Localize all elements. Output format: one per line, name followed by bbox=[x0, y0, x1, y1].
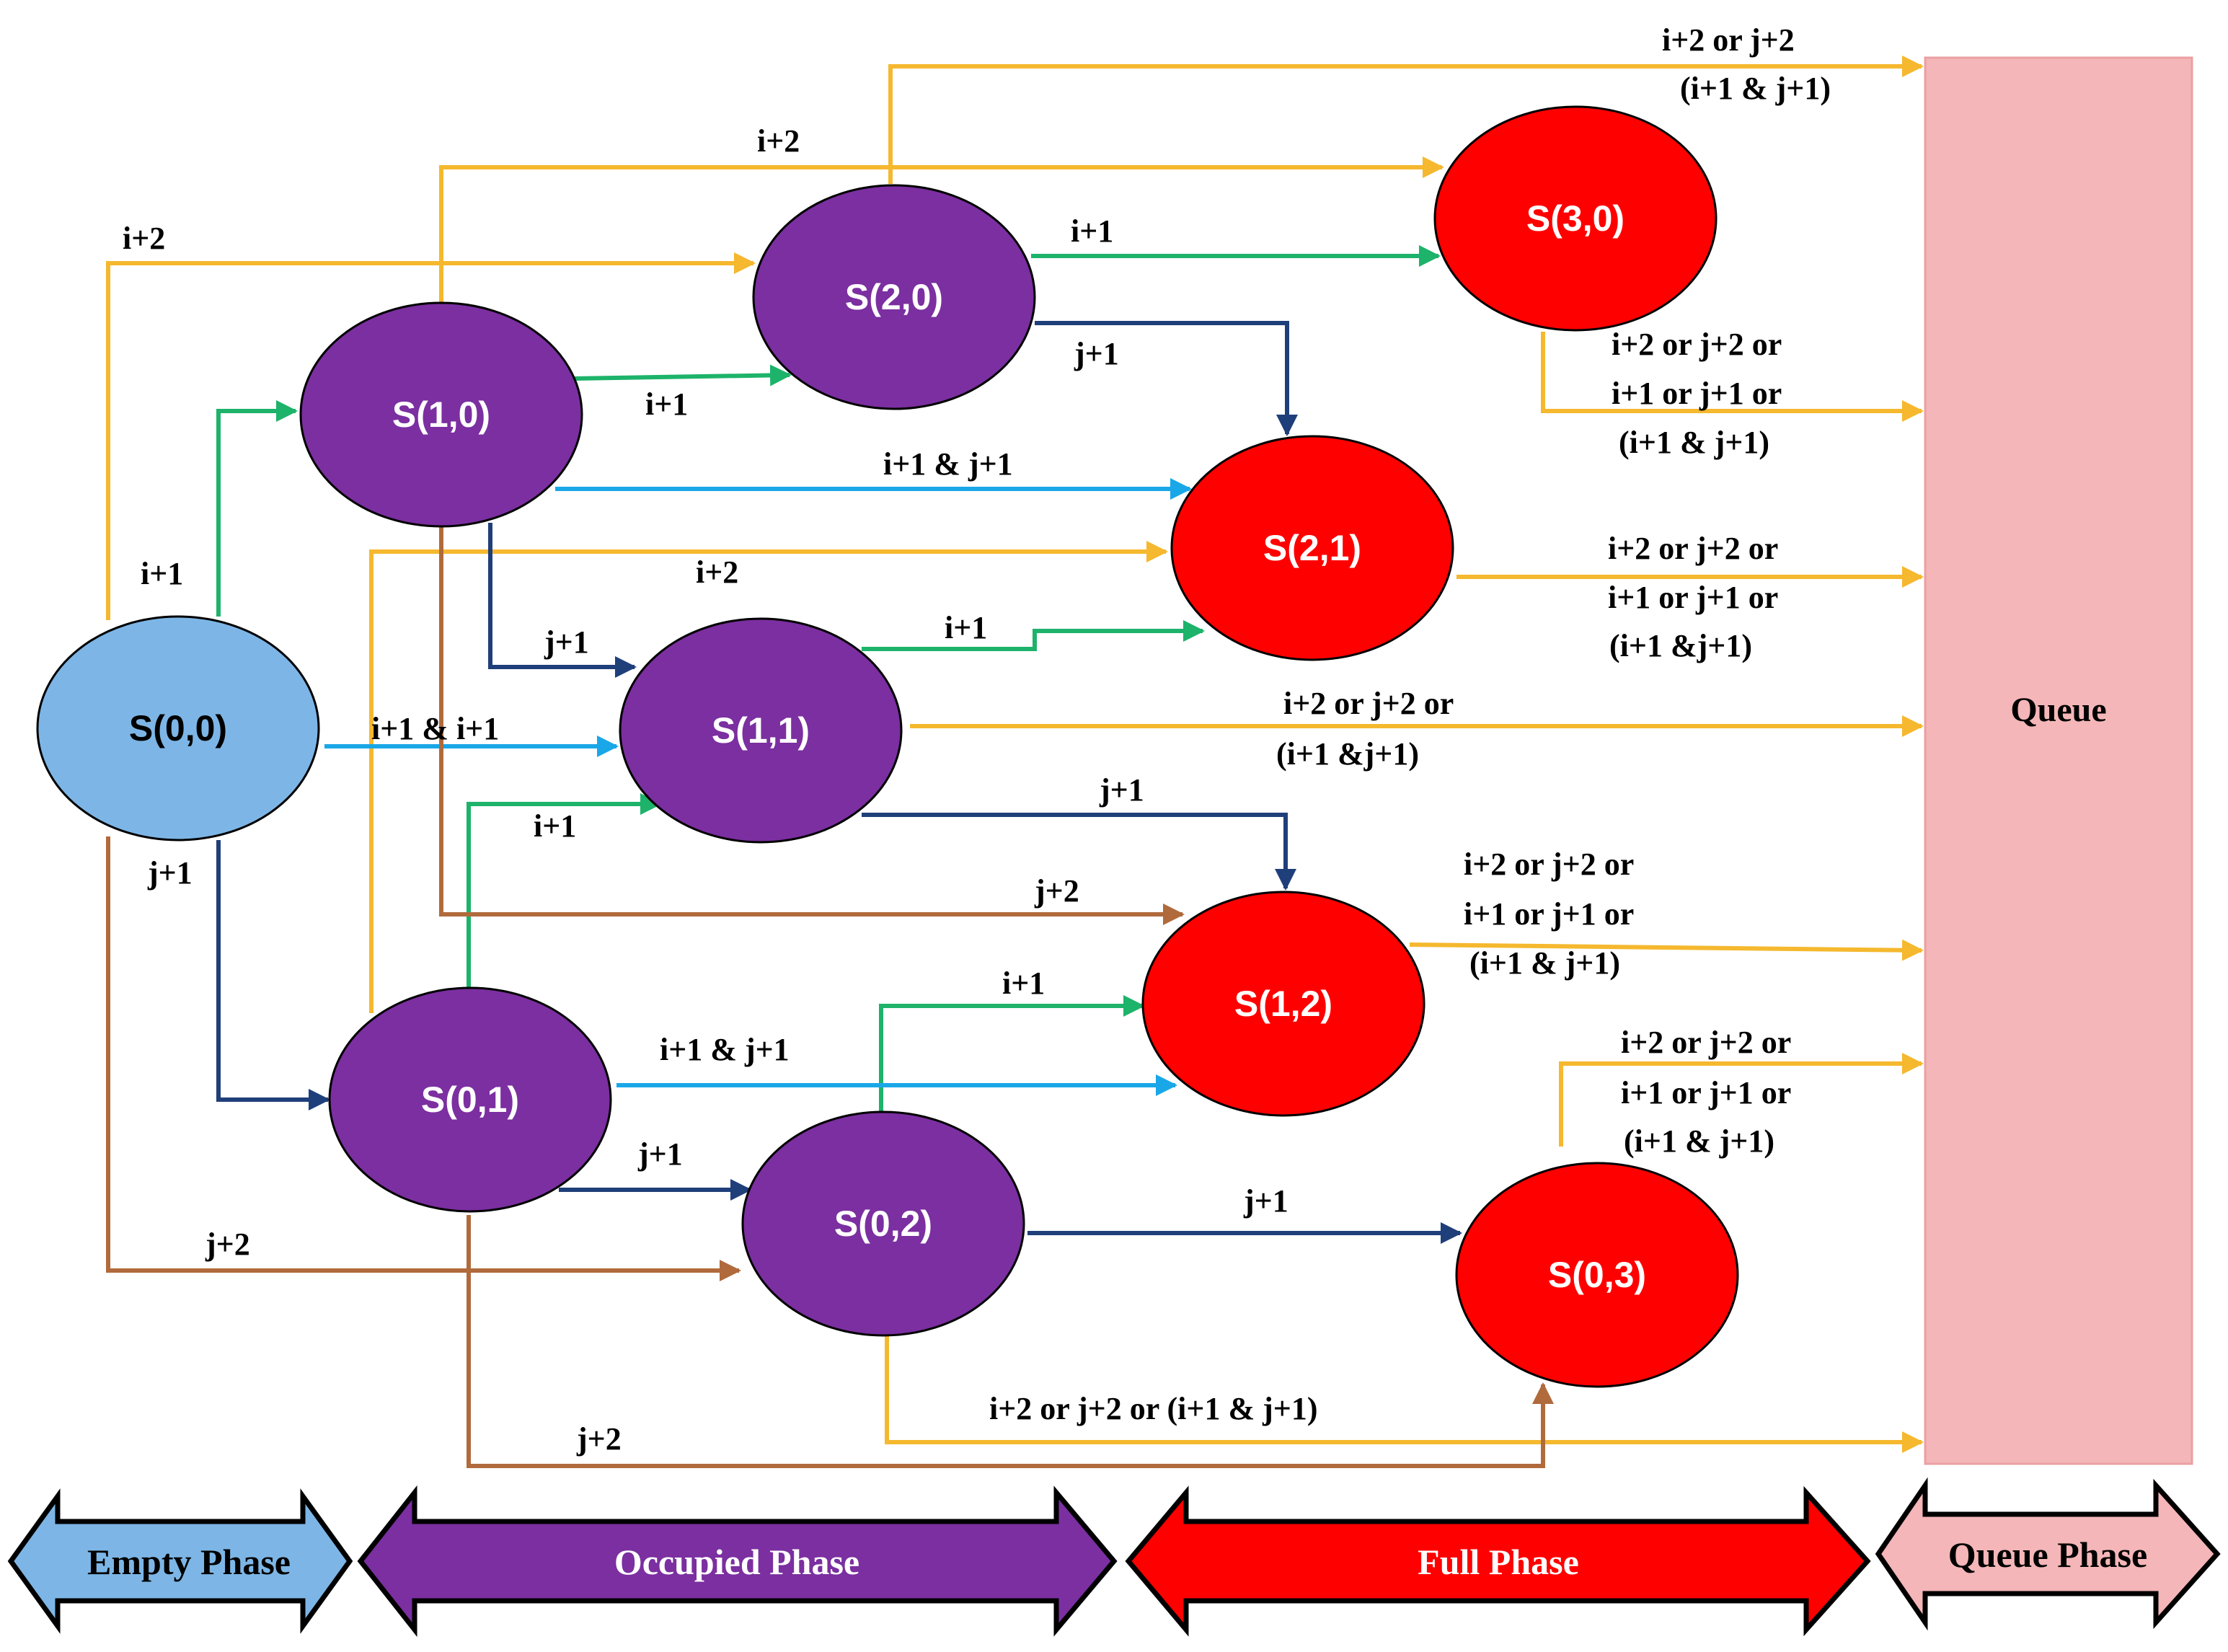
queue-condition: (i+1 & j+1) bbox=[1469, 945, 1620, 981]
edge-s01-s11 bbox=[467, 793, 662, 991]
queue-condition: i+2 or j+2 or bbox=[1608, 531, 1778, 566]
phase-arrow-empty: Empty Phase bbox=[7, 1488, 353, 1634]
edge-label: i+2 bbox=[757, 123, 800, 159]
state-label: S(1,0) bbox=[392, 394, 490, 435]
phase-label: Full Phase bbox=[1418, 1542, 1579, 1582]
state-label: S(0,0) bbox=[129, 708, 227, 748]
state-label: S(1,1) bbox=[712, 710, 810, 751]
queue-condition: i+1 or j+1 or bbox=[1612, 376, 1782, 411]
state-node-s02: S(0,2) bbox=[741, 1110, 1025, 1337]
edge-s03-queue bbox=[1559, 1053, 1924, 1147]
edge-label: j+2 bbox=[205, 1227, 250, 1262]
state-label: S(2,1) bbox=[1263, 528, 1361, 568]
state-node-s21: S(2,1) bbox=[1170, 435, 1454, 661]
state-node-s01: S(0,1) bbox=[328, 986, 612, 1213]
state-label: S(0,2) bbox=[834, 1203, 932, 1244]
edge-label: j+1 bbox=[1074, 336, 1119, 371]
phase-arrow-full: Full Phase bbox=[1125, 1485, 1871, 1637]
state-label: S(2,0) bbox=[845, 277, 943, 317]
edge-label: j+1 bbox=[637, 1136, 683, 1172]
edge-label: i+2 bbox=[696, 555, 738, 590]
phase-label: Empty Phase bbox=[87, 1542, 291, 1582]
edge-s02-queue bbox=[885, 1334, 1924, 1453]
queue-condition: (i+1 & j+1) bbox=[1624, 1123, 1774, 1159]
queue-condition: i+1 or j+1 or bbox=[1621, 1075, 1791, 1110]
queue-condition: i+2 or j+2 or bbox=[1612, 327, 1782, 362]
edge-s00-s20 bbox=[106, 252, 756, 620]
state-node-s03: S(0,3) bbox=[1455, 1162, 1739, 1388]
state-label: S(1,2) bbox=[1234, 984, 1332, 1024]
edge-s10-s30 bbox=[439, 156, 1444, 303]
queue-condition: i+2 or j+2 or bbox=[1283, 686, 1454, 721]
edge-label: i+1 & j+1 bbox=[883, 446, 1013, 482]
phase-label: Occupied Phase bbox=[614, 1542, 859, 1582]
queue-condition: (i+1 & j+1) bbox=[1680, 71, 1831, 106]
edge-label: j+1 bbox=[544, 624, 589, 660]
edge-s01-s03 bbox=[467, 1215, 1554, 1468]
queue-condition: (i+1 &j+1) bbox=[1609, 628, 1752, 663]
edge-label: j+1 bbox=[147, 855, 193, 891]
edge-s30-queue bbox=[1541, 332, 1924, 422]
phase-arrow-queue: Queue Phase bbox=[1875, 1477, 2221, 1631]
edge-label: i+1 bbox=[645, 387, 688, 422]
state-node-s12: S(1,2) bbox=[1141, 891, 1425, 1117]
edge-s12-queue bbox=[1409, 939, 1924, 961]
queue-condition: (i+1 &j+1) bbox=[1276, 736, 1419, 772]
queue-condition: i+1 or j+1 or bbox=[1464, 896, 1634, 932]
queue-box bbox=[1924, 56, 2193, 1465]
edge-label: i+1 & j+1 bbox=[660, 1032, 790, 1067]
queue-condition: (i+1 & j+1) bbox=[1619, 425, 1769, 460]
state-label: S(0,1) bbox=[421, 1079, 519, 1120]
queue-condition: i+1 or j+1 or bbox=[1608, 580, 1778, 615]
edge-s02-s12 bbox=[879, 995, 1145, 1114]
edge-label: i+2 bbox=[123, 221, 165, 256]
edge-s00-s01 bbox=[216, 840, 330, 1110]
queue-condition: i+2 or j+2 or (i+1 & j+1) bbox=[989, 1391, 1317, 1426]
state-label: S(3,0) bbox=[1526, 198, 1624, 239]
edge-label: j+2 bbox=[576, 1421, 622, 1457]
phase-arrow-occupied: Occupied Phase bbox=[357, 1485, 1118, 1638]
edge-label: i+1 bbox=[141, 556, 183, 591]
edge-label: i+1 bbox=[945, 610, 987, 645]
edge-label: i+1 bbox=[1002, 966, 1045, 1001]
edge-s11-s21 bbox=[862, 620, 1205, 651]
queue-label: Queue bbox=[2010, 691, 2106, 729]
state-node-s20: S(2,0) bbox=[752, 184, 1036, 410]
edge-s11-s12 bbox=[862, 813, 1296, 891]
state-node-s30: S(3,0) bbox=[1433, 105, 1718, 332]
queue-condition: i+2 or j+2 bbox=[1662, 22, 1795, 58]
edge-s20-s21 bbox=[1035, 321, 1298, 436]
edge-s10-s20 bbox=[573, 364, 792, 387]
edge-label: i+1 bbox=[534, 808, 576, 844]
edge-label: j+1 bbox=[1099, 772, 1144, 808]
phase-label: Queue Phase bbox=[1948, 1534, 2147, 1575]
edge-s10-s11 bbox=[488, 523, 637, 678]
edge-label: j+2 bbox=[1034, 873, 1079, 909]
edge-label: i+1 & i+1 bbox=[371, 711, 499, 746]
edge-s01-s21 bbox=[369, 541, 1168, 1013]
state-node-s11: S(1,1) bbox=[619, 617, 903, 844]
state-node-s00: S(0,0) bbox=[36, 615, 320, 842]
queue-condition: i+2 or j+2 or bbox=[1621, 1025, 1791, 1060]
edge-s00-s10 bbox=[216, 400, 298, 617]
edge-label: j+1 bbox=[1243, 1183, 1288, 1219]
edge-label: i+1 bbox=[1071, 213, 1113, 249]
edge-s20-queue bbox=[888, 56, 1924, 184]
state-node-s10: S(1,0) bbox=[299, 301, 583, 528]
edge-s10-s12 bbox=[439, 526, 1185, 925]
state-label: S(0,3) bbox=[1548, 1255, 1646, 1295]
edge-s00-s02 bbox=[106, 836, 741, 1281]
queue-condition: i+2 or j+2 or bbox=[1464, 847, 1634, 882]
